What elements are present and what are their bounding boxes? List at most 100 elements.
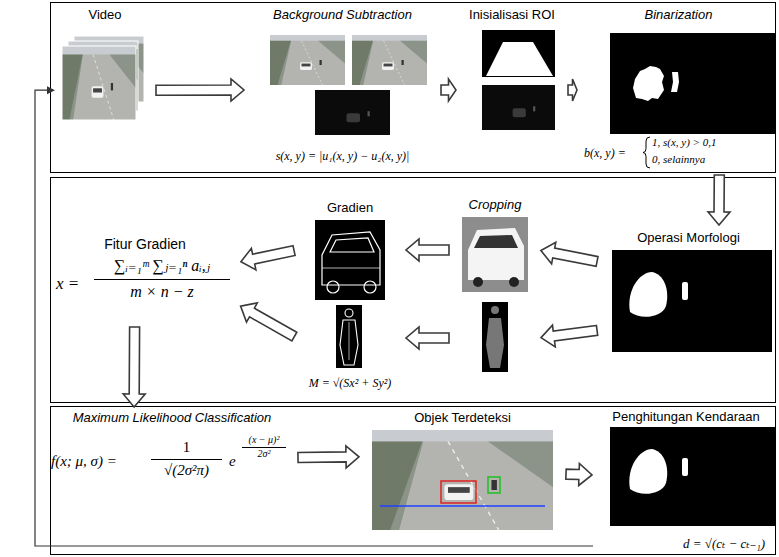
step-block: Cropping bbox=[452, 195, 538, 377]
step-heading: Inisialisasi ROI bbox=[459, 7, 565, 23]
block-arrow bbox=[406, 239, 449, 261]
panel-frame-part bbox=[51, 178, 776, 403]
formula-text: 2σ² bbox=[239, 448, 289, 460]
formula-text: f(x; μ, σ) = bbox=[51, 452, 117, 470]
block-arrow bbox=[156, 79, 244, 101]
roi-images-part bbox=[482, 85, 555, 130]
cropped-car-part bbox=[474, 235, 518, 248]
fraction-bar bbox=[242, 447, 286, 448]
block-arrow bbox=[541, 325, 598, 347]
block-arrow bbox=[708, 175, 730, 225]
fraction-bar bbox=[94, 279, 230, 280]
block-arrow bbox=[298, 446, 359, 468]
cropped-car-part bbox=[468, 228, 524, 280]
gradient-car-part bbox=[322, 232, 380, 285]
block-arrow bbox=[566, 464, 592, 486]
formula-text: 1, s(x, y) > 0,1 bbox=[652, 136, 717, 149]
morphology-mask-part bbox=[682, 282, 688, 300]
block-arrow bbox=[298, 446, 359, 468]
gradient-car-part bbox=[322, 268, 380, 269]
cropped-car bbox=[462, 217, 528, 292]
formula-text: s(x, y) = |u₁(x, y) − u₂(x, y)| bbox=[247, 149, 438, 163]
block-arrow bbox=[708, 175, 730, 225]
gradient-car-part bbox=[330, 238, 374, 252]
formula-text: x = bbox=[56, 274, 79, 294]
gradient-rider-part bbox=[340, 320, 358, 365]
block-arrow bbox=[241, 303, 297, 341]
roi-images-part bbox=[486, 42, 553, 76]
step-block: Binarizationb(x, y) =1, s(x, y) > 0,10, … bbox=[580, 5, 777, 172]
count-mask-part bbox=[629, 449, 667, 494]
cropped-car-part bbox=[509, 277, 519, 287]
cropped-rider-part bbox=[491, 306, 499, 314]
morphology-mask bbox=[612, 250, 772, 352]
gradient-car-part bbox=[364, 281, 376, 293]
formula-text: (x − μ)² bbox=[239, 434, 289, 446]
step-block: Video bbox=[57, 5, 153, 125]
block-arrow bbox=[241, 246, 295, 270]
binary-mask-part bbox=[671, 72, 679, 92]
block-arrow bbox=[241, 303, 297, 341]
step-block: Objek Terdeteksi bbox=[362, 410, 563, 534]
morphology-mask-part bbox=[629, 272, 667, 317]
feedback-line bbox=[35, 86, 593, 546]
roi-images-part bbox=[482, 30, 555, 77]
brace-symbol bbox=[643, 137, 650, 168]
block-arrow bbox=[541, 325, 598, 347]
video-frames bbox=[62, 36, 144, 120]
detected-scene-part bbox=[372, 430, 553, 530]
block-arrow bbox=[568, 79, 577, 101]
step-block: Fitur Gradien x = ∑ᵢ₌₁ᵐ ∑ⱼ₌₁ⁿ aᵢ,ⱼ m × n − … bbox=[52, 236, 238, 324]
subtraction-images-part bbox=[352, 35, 427, 85]
gradient-car-part bbox=[327, 281, 339, 293]
block-arrow bbox=[241, 246, 295, 270]
block-arrow bbox=[156, 79, 244, 101]
block-arrow bbox=[123, 327, 145, 407]
gradient-rider-part bbox=[336, 305, 362, 368]
block-arrow bbox=[441, 79, 456, 101]
cropped-car-part bbox=[462, 217, 528, 292]
panel-frame bbox=[51, 3, 776, 555]
step-heading: Penghitungan Kendaraan bbox=[595, 409, 777, 425]
count-mask bbox=[610, 427, 775, 526]
block-arrow bbox=[541, 242, 598, 266]
binary-mask-part bbox=[610, 33, 775, 134]
video-frames-part bbox=[62, 46, 136, 120]
cropped-rider-part bbox=[482, 302, 508, 372]
formula-text: m × n − z bbox=[92, 282, 232, 301]
step-heading: Fitur Gradien bbox=[52, 236, 238, 253]
detected-scene-part bbox=[488, 477, 500, 493]
gradient-car bbox=[315, 220, 385, 300]
block-arrow bbox=[123, 327, 145, 407]
formula-text: ∑ᵢ₌₁ᵐ ∑ⱼ₌₁ⁿ aᵢ,ⱼ bbox=[92, 256, 232, 275]
block-arrow bbox=[541, 242, 598, 266]
step-heading: Video bbox=[57, 7, 153, 23]
block-arrow bbox=[406, 327, 449, 349]
binary-mask bbox=[610, 33, 775, 134]
detected-scene-part bbox=[380, 505, 545, 507]
count-mask-part bbox=[682, 458, 688, 476]
formula-text: e bbox=[229, 452, 236, 470]
arrow-head bbox=[47, 86, 55, 94]
gradient-rider-part bbox=[349, 322, 350, 360]
step-heading: Gradien bbox=[297, 200, 403, 216]
panel-frame-part bbox=[51, 3, 776, 173]
block-arrow bbox=[441, 79, 456, 101]
block-arrow bbox=[568, 79, 577, 101]
cropped-rider-part bbox=[486, 318, 504, 368]
block-arrow bbox=[406, 327, 449, 349]
morphology-mask-part bbox=[612, 250, 772, 352]
step-block: Penghitungan Kendaraand = √(cₜ − cₜ₋₁) bbox=[595, 408, 777, 554]
gradient-rider bbox=[336, 305, 362, 368]
cropped-car-part bbox=[473, 277, 483, 287]
formula-text: √(2σ²π) bbox=[149, 461, 224, 479]
formula-text: b(x, y) = bbox=[584, 146, 626, 160]
binary-mask-part bbox=[633, 66, 664, 101]
formula-text: 1 bbox=[149, 438, 224, 456]
video-frames-part bbox=[62, 46, 136, 120]
step-block: GradienM = √(Sx² + Sy²) bbox=[297, 198, 403, 398]
count-mask-part bbox=[610, 427, 775, 526]
step-block: Maximum Likelihood Classificationf(x; μ,… bbox=[49, 410, 295, 498]
step-block: Operasi Morfologi bbox=[600, 228, 777, 360]
